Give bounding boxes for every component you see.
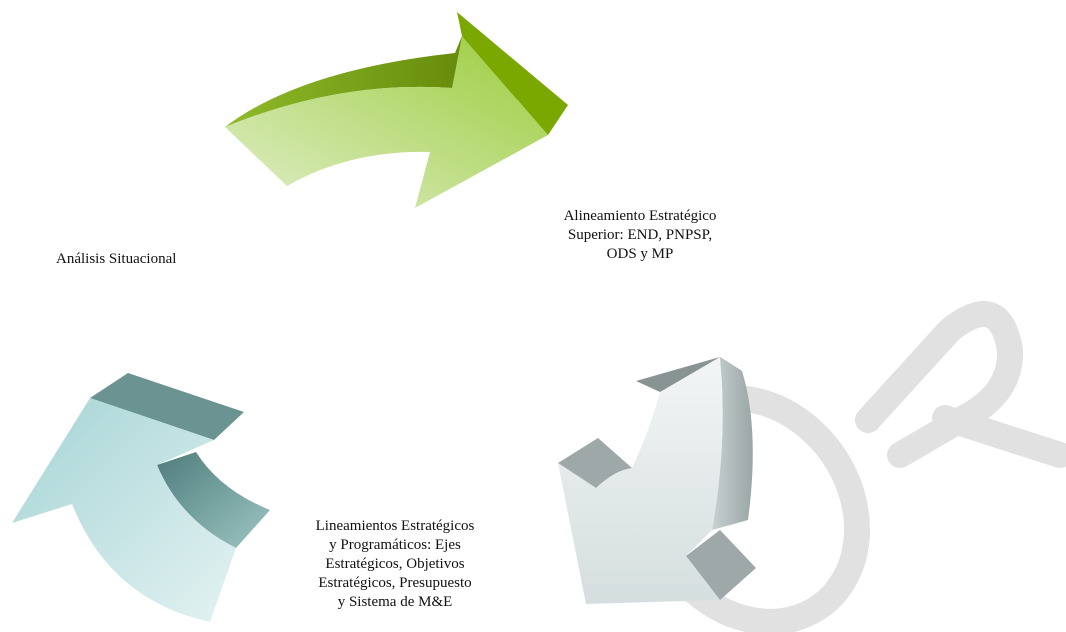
label-lineamientos-estrategicos: Lineamientos Estratégicos y Programático… bbox=[270, 517, 520, 612]
label-line: Estratégicos, Presupuesto bbox=[318, 575, 472, 591]
teal-arrow-inner-side bbox=[157, 452, 270, 548]
label-line: Análisis Situacional bbox=[56, 251, 177, 267]
label-analisis-situacional: Análisis Situacional bbox=[56, 250, 236, 269]
label-line: ODS y MP bbox=[606, 246, 674, 262]
label-line: y Sistema de M&E bbox=[337, 594, 453, 610]
teal-arrow bbox=[12, 373, 270, 622]
label-line: Lineamientos Estratégicos bbox=[315, 518, 475, 534]
green-arrow-front-face bbox=[225, 36, 548, 208]
gray-arrow-right-notch bbox=[686, 530, 756, 600]
label-line: Estratégicos, Objetivos bbox=[325, 556, 465, 572]
label-line: Alineamiento Estratégico bbox=[563, 208, 717, 224]
label-alineamiento-estrategico: Alineamiento Estratégico Superior: END, … bbox=[520, 207, 760, 264]
green-arrow bbox=[225, 12, 568, 208]
gray-arrow-front-face bbox=[558, 357, 723, 604]
gray-arrow-outer-side bbox=[712, 357, 753, 530]
teal-arrow-front-face bbox=[12, 398, 236, 622]
label-line: y Programáticos: Ejes bbox=[329, 537, 461, 553]
watermark-letter-r bbox=[855, 301, 1066, 468]
gray-arrow bbox=[558, 357, 756, 604]
teal-arrow-head-top bbox=[90, 373, 244, 440]
label-line: Superior: END, PNPSP, bbox=[567, 227, 713, 243]
green-arrow-head-side bbox=[457, 12, 568, 135]
